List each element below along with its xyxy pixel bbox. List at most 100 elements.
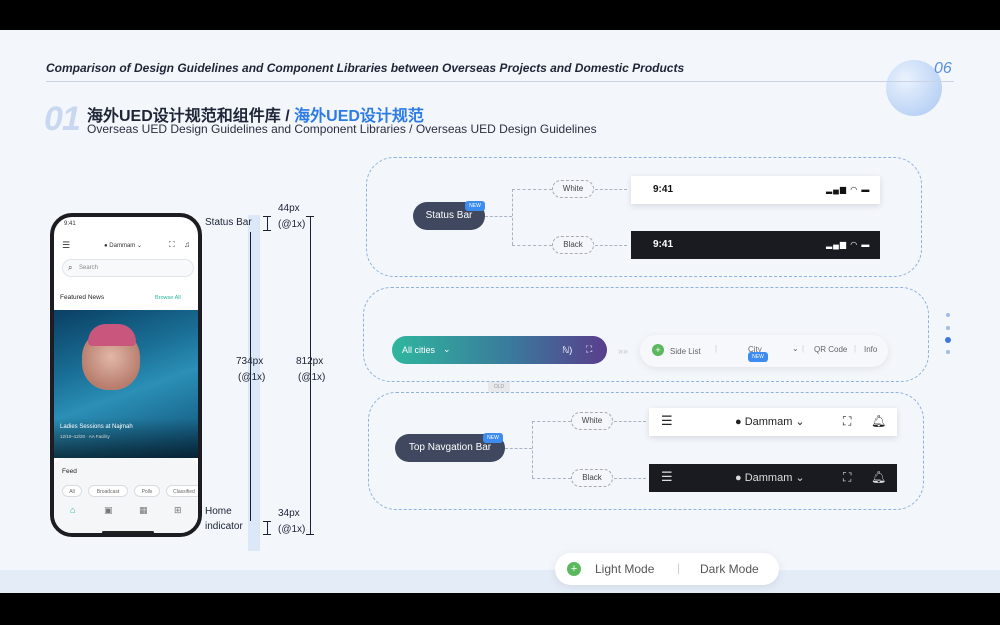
section-subtitle: Overseas UED Design Guidelines and Compo… [87, 122, 597, 136]
swim-cap-image [88, 324, 136, 346]
connector-arrow [614, 478, 646, 479]
transition-arrows-icon: »» [618, 346, 629, 356]
grid-tab-icon[interactable]: ⊞ [174, 505, 182, 515]
status-bar-white-preview: 9:41 ▂▄▆ ◠ ▬ [631, 176, 880, 204]
status-black-option[interactable]: Black [552, 236, 594, 254]
scan-icon[interactable]: ⛶ [843, 414, 852, 428]
menu-divider: | [715, 344, 718, 353]
annotation-band [248, 215, 260, 551]
section-title: 海外UED设计规范和组件库 / 海外UED设计规范 [87, 102, 424, 126]
pagination-dot[interactable] [946, 350, 950, 354]
pagination-dot-active[interactable] [945, 337, 951, 343]
bus-tab-icon[interactable]: ▣ [104, 505, 113, 515]
phone-search-input[interactable]: ⌕ Search [62, 259, 194, 277]
nav-bar-black-preview: ☰ ● Dammam ⌄ ⛶ 🔔︎ [649, 464, 897, 492]
status-bar-annotation: Status Bar [205, 217, 252, 228]
light-mode-option[interactable]: Light Mode [595, 562, 655, 576]
photo-title: Ladies Sessions at Najmah [60, 424, 133, 430]
pagination-dot[interactable] [946, 313, 950, 317]
content-dimension-line [250, 232, 251, 521]
status-px-label: 44px [278, 203, 300, 214]
dimension-tick [263, 521, 271, 522]
status-bar-group [366, 157, 922, 277]
connector-line [505, 448, 532, 449]
section-title-cn: 海外UED设计规范和组件库 / [87, 108, 290, 125]
browse-all-link[interactable]: Browse All [155, 295, 181, 301]
connector-line [485, 216, 512, 217]
dimension-tick [306, 216, 314, 217]
status-bar-new-badge: NEW [465, 201, 485, 211]
scan-icon[interactable]: ⛶ [843, 470, 852, 484]
phone-status-time: 9:41 [64, 221, 76, 227]
status-dimension-line [267, 216, 268, 230]
feed-chip-all[interactable]: All [62, 485, 82, 497]
status-bar-black-preview: 9:41 ▂▄▆ ◠ ▬ [631, 231, 880, 259]
chevron-down-icon: ⌄ [443, 344, 451, 354]
nav-location[interactable]: ● Dammam ⌄ [735, 416, 805, 428]
dimension-tick [263, 216, 271, 217]
bell-icon[interactable]: 🔔︎ [871, 470, 887, 484]
status-bar-pill[interactable]: Status Bar [413, 202, 485, 230]
bell-icon[interactable]: ♫ [184, 240, 190, 249]
home-px-label: 34px [278, 508, 300, 519]
dimension-tick [263, 534, 271, 535]
all-cities-label: All cities [402, 345, 436, 355]
connector-line [532, 421, 533, 478]
header-divider [46, 81, 954, 82]
add-icon[interactable]: + [652, 344, 664, 356]
dark-mode-option[interactable]: Dark Mode [700, 562, 759, 576]
city-new-badge: NEW [748, 352, 768, 362]
dimension-tick [306, 534, 314, 535]
phone-location-label: Dammam [109, 243, 136, 249]
content-scale-label: (@1x) [238, 372, 266, 383]
menu-icon[interactable]: ☰ [661, 413, 673, 428]
side-list-item[interactable]: Side List [670, 347, 701, 356]
menu-icon[interactable]: ☰ [62, 240, 71, 250]
connector-line [512, 189, 513, 245]
city-switcher-group [363, 287, 929, 382]
status-white-option[interactable]: White [552, 180, 594, 198]
connector-line [532, 478, 571, 479]
status-bar-black-time: 9:41 [653, 239, 674, 250]
featured-photo[interactable] [54, 310, 198, 458]
mode-divider: | [677, 561, 681, 575]
nav-location-label: Dammam [744, 472, 793, 484]
bottom-band [0, 570, 1000, 593]
nav-location[interactable]: ● Dammam ⌄ [735, 472, 805, 484]
menu-icon[interactable]: ☰ [661, 469, 673, 484]
top-nav-new-badge: NEW [483, 433, 503, 443]
menu-divider: | [802, 344, 805, 353]
pagination-dot[interactable] [946, 326, 950, 330]
city-item[interactable]: City [748, 345, 762, 354]
search-icon: ⌕ [68, 263, 73, 272]
add-icon[interactable]: + [567, 562, 581, 576]
featured-news-heading: Featured News [60, 294, 105, 301]
connector-arrow [595, 245, 627, 246]
feed-chip-broadcast[interactable]: Broadcast [88, 485, 128, 497]
section-number: 01 [44, 100, 81, 138]
all-cities-bar[interactable]: All cities ⌄ ℕ) ⛶ [392, 336, 607, 364]
bell-icon[interactable]: 🔔︎ [871, 414, 887, 428]
nav-white-option[interactable]: White [571, 412, 613, 430]
qr-code-item[interactable]: QR Code [814, 345, 848, 354]
calendar-tab-icon[interactable]: ▦ [139, 505, 148, 515]
nfc-icon[interactable]: ℕ) [562, 345, 573, 355]
feed-chip-polls[interactable]: Polls [134, 485, 160, 497]
connector-line [532, 421, 571, 422]
content-px-label: 734px [236, 356, 263, 367]
info-item[interactable]: Info [864, 345, 878, 354]
mode-switch: + Light Mode | Dark Mode [555, 553, 779, 585]
scan-icon[interactable]: ⛶ [169, 240, 175, 249]
phone-location[interactable]: ● Dammam ⌄ [104, 243, 143, 249]
connector-arrow [595, 189, 627, 190]
slide: Comparison of Design Guidelines and Comp… [0, 30, 1000, 593]
home-tab-icon[interactable]: ⌂ [70, 505, 76, 515]
header-title: Comparison of Design Guidelines and Comp… [46, 61, 685, 75]
nav-black-option[interactable]: Black [571, 469, 613, 487]
total-px-label: 812px [296, 356, 323, 367]
feed-chip-classified[interactable]: Classified [166, 485, 198, 497]
phone-mockup: 9:41 ☰ ● Dammam ⌄ ⛶ ♫ ⌕ Search Featured … [50, 213, 202, 537]
home-dimension-line [267, 521, 268, 534]
scan-icon[interactable]: ⛶ [586, 344, 593, 354]
city-menu-bar: + Side List | City ⌄ | QR Code | Info [640, 335, 888, 367]
